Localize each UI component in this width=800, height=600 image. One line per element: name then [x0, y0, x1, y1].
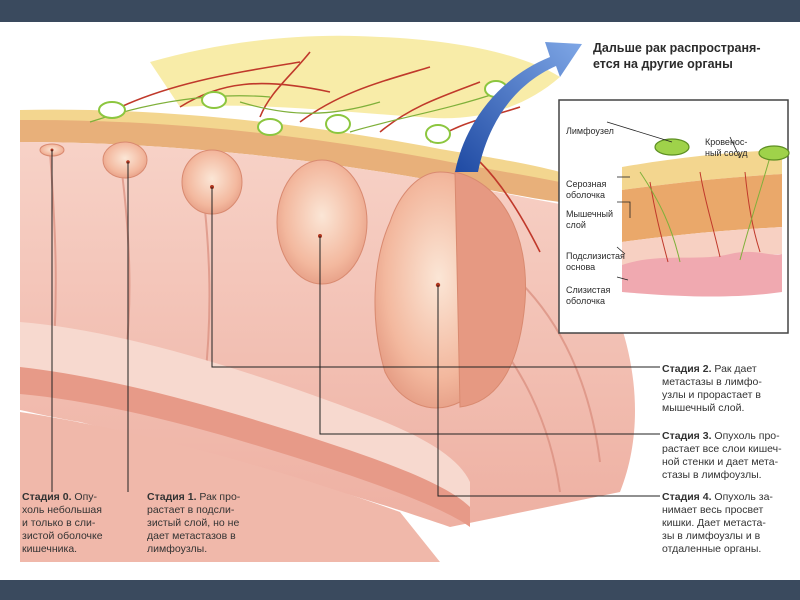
headline-text: Дальше рак распространя- ется на другие … — [593, 41, 761, 71]
colon-cut-edge-inner — [20, 322, 470, 507]
inset-label-serous: Серозная оболочка — [566, 168, 606, 201]
stage-3-label: Стадия 3. Опухоль про- растает все слои … — [662, 430, 794, 482]
colon-illustration — [20, 35, 790, 562]
inset-label-muscle-text: Мышечный слой — [566, 209, 614, 230]
tumor-stage-3 — [276, 159, 368, 285]
headline-metastasis: Дальше рак распространя- ется на другие … — [593, 40, 761, 72]
stage-1-text: Рак про- растает в подсли- зистый слой, … — [147, 491, 241, 555]
mesentery-fat — [150, 35, 560, 119]
tumor-stage-4 — [374, 171, 527, 409]
inset-label-submucosa: Подслизистая основа — [566, 240, 625, 273]
stage-3-title: Стадия 3. — [662, 430, 712, 442]
inset-label-blood-vessel-text: Кровенос- ный сосуд — [705, 137, 748, 158]
inset-label-lymph-node: Лимфоузел — [566, 126, 614, 137]
leader-lines — [51, 150, 660, 497]
colon-outer-wall — [20, 116, 560, 202]
inset-label-submucosa-text: Подслизистая основа — [566, 251, 625, 272]
inset-label-lymph-node-text: Лимфоузел — [566, 126, 614, 136]
stage-2-text: Рак дает метастазы в лимфо- узлы и прора… — [662, 363, 762, 414]
metastasis-arrow — [455, 42, 582, 172]
inset-label-mucosa: Слизистая оболочка — [566, 274, 610, 307]
inset-label-muscle: Мышечный слой — [566, 198, 613, 231]
stage-4-label: Стадия 4. Опухоль за- нимает весь просве… — [662, 491, 794, 556]
stage-1-label: Стадия 1. Рак про- растает в подсли- зис… — [147, 491, 277, 556]
top-frame-bar — [0, 0, 800, 22]
stage-2-label: Стадия 2. Рак дает метастазы в лимфо- уз… — [662, 363, 794, 415]
stage-2-title: Стадия 2. — [662, 363, 712, 375]
inset-box — [558, 99, 790, 334]
stage-4-text: Опухоль за- нимает весь просвет кишки. Д… — [662, 491, 773, 555]
stage-4-title: Стадия 4. — [662, 491, 712, 503]
inset-label-blood-vessel: Кровенос- ный сосуд — [705, 126, 748, 159]
inset-label-mucosa-text: Слизистая оболочка — [566, 285, 611, 306]
inset-label-serous-text: Серозная оболочка — [566, 179, 607, 200]
stage-0-label: Стадия 0. Опу- холь небольшая и только в… — [22, 491, 132, 556]
bottom-frame-bar — [0, 580, 800, 600]
stage-0-title: Стадия 0. — [22, 491, 72, 503]
colon-cut-edge — [20, 342, 470, 527]
colon-bottom-wall — [20, 412, 440, 562]
stage-1-title: Стадия 1. — [147, 491, 197, 503]
stage-3-text: Опухоль про- растает все слои кишеч- ной… — [662, 430, 782, 481]
colon-serosa-band — [20, 109, 560, 182]
tumor-stage-1 — [102, 141, 148, 179]
diagram-canvas: Дальше рак распространя- ется на другие … — [0, 22, 800, 580]
stage-0-text: Опу- холь небольшая и только в сли- зист… — [22, 491, 103, 555]
